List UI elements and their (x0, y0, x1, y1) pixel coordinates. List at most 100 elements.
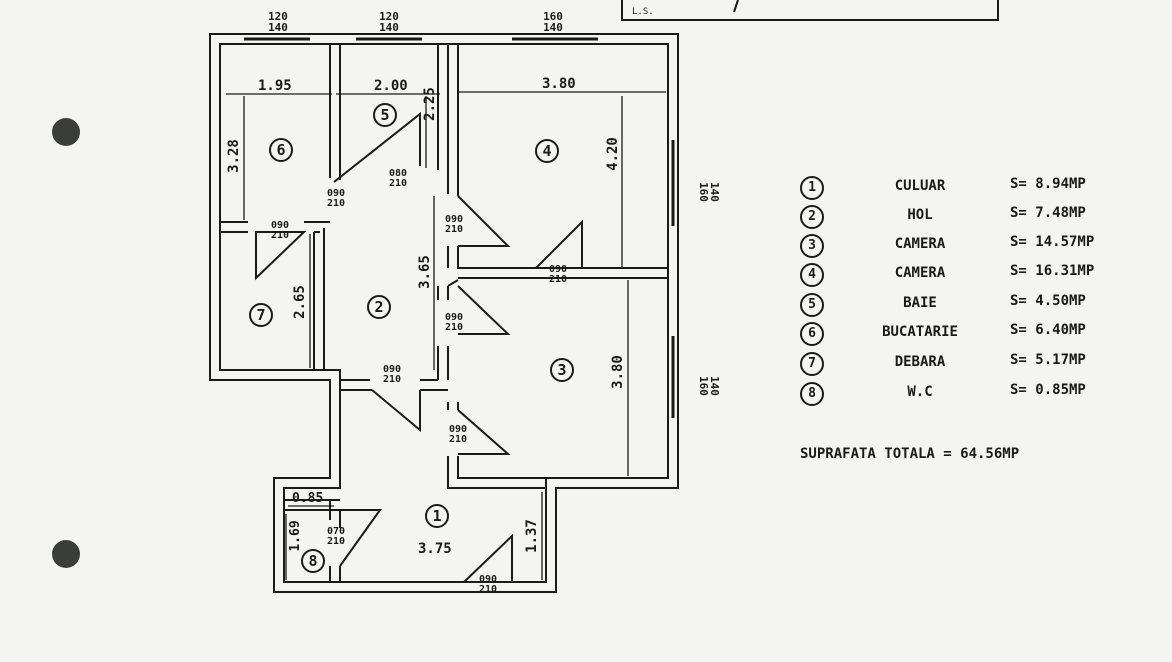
room-marker-8-num: 8 (308, 552, 317, 570)
legend-room-name: HOL (907, 207, 933, 223)
dim-4-20: 4.20 (605, 137, 621, 171)
legend-number: 6 (800, 322, 824, 346)
total-area: SUPRAFATA TOTALA = 64.56MP (800, 446, 1020, 462)
room-marker-7-num: 7 (256, 306, 265, 324)
dim-3-80-vertical: 3.80 (610, 355, 626, 389)
room-marker-5: 5 (373, 103, 397, 127)
door-swings (255, 111, 583, 583)
window-top3-height: 140 (543, 21, 563, 34)
dim-1-37: 1.37 (524, 519, 540, 553)
room-marker-6-num: 6 (276, 141, 285, 159)
window-labels: 120 140 120 140 160 140 160 140 160 140 (268, 10, 721, 396)
title-box-stroke (733, 0, 739, 13)
window-top2-width: 120 (379, 10, 399, 23)
door-2-w: 080 (389, 168, 407, 179)
dim-3-80: 3.80 (542, 76, 576, 92)
door-10-h: 210 (479, 584, 497, 595)
door-9-h: 210 (327, 536, 345, 547)
door-6-w: 090 (445, 312, 463, 323)
room-marker-2: 2 (367, 295, 391, 319)
room-marker-4-num: 4 (542, 142, 551, 160)
room-marker-1-num: 1 (432, 507, 441, 525)
dim-2-00: 2.00 (374, 78, 408, 94)
door-8-w: 090 (449, 424, 467, 435)
legend-room-area: S= 4.50MP (1010, 293, 1086, 309)
windows (244, 37, 675, 418)
window-right1-height: 140 (708, 182, 721, 202)
door-7-w: 090 (383, 364, 401, 375)
window-top1-width: 120 (268, 10, 288, 23)
legend-room-area: S= 7.48MP (1010, 205, 1086, 221)
legend-room-area: S= 14.57MP (1010, 234, 1095, 250)
room-marker-2-num: 2 (374, 298, 383, 316)
title-box-label: L.S. (632, 7, 654, 17)
legend-room-name: BAIE (903, 295, 937, 311)
room-marker-6: 6 (269, 138, 293, 162)
legend-room-name: CAMERA (894, 265, 946, 281)
dim-1-95: 1.95 (258, 78, 292, 94)
dim-0-85: 0.85 (292, 491, 323, 506)
legend-number: 7 (800, 352, 824, 376)
legend-room-name: W.C (907, 384, 933, 400)
door-3-h: 210 (271, 230, 289, 241)
legend-number: 5 (800, 293, 824, 317)
window-right2-height: 140 (708, 376, 721, 396)
inner-wall-line (219, 43, 669, 583)
window-top3-width: 160 (543, 10, 563, 23)
binder-hole-bottom (52, 540, 80, 568)
window-top2-height: 140 (379, 21, 399, 34)
door-7-h: 210 (383, 374, 401, 385)
legend-number: 1 (800, 176, 824, 200)
legend-room-name: CULUAR (894, 178, 946, 194)
legend-room-area: S= 6.40MP (1010, 322, 1086, 338)
door-10-w: 090 (479, 574, 497, 585)
window-top1-height: 140 (268, 21, 288, 34)
door-4-h: 210 (445, 224, 463, 235)
dim-3-28: 3.28 (226, 139, 242, 173)
room-marker-4: 4 (535, 139, 559, 163)
door-5-h: 210 (549, 274, 567, 285)
door-8-h: 210 (449, 434, 467, 445)
dim-3-75: 3.75 (418, 541, 452, 557)
room-marker-5-num: 5 (380, 106, 389, 124)
door-1-h: 210 (327, 198, 345, 209)
door-labels: 090 210 080 210 090 210 090 210 090 210 … (271, 168, 567, 595)
room-marker-8: 8 (301, 549, 325, 573)
room-marker-3-num: 3 (557, 361, 566, 379)
legend-number: 3 (800, 234, 824, 258)
window-right2-width: 160 (697, 376, 710, 396)
legend-room-name: DEBARA (894, 354, 946, 370)
legend-room-area: S= 16.31MP (1010, 263, 1095, 279)
legend-number: 2 (800, 205, 824, 229)
interior-walls (220, 44, 668, 582)
dimension-labels: 1.95 2.00 3.80 3.28 2.25 4.20 2.65 3.65 … (226, 76, 626, 557)
legend-room-area: S= 5.17MP (1010, 352, 1086, 368)
outer-wall (209, 33, 679, 593)
legend-room-name: CAMERA (894, 236, 946, 252)
dimension-lines (226, 91, 666, 580)
window-right1-width: 160 (697, 182, 710, 202)
dim-2-25: 2.25 (422, 87, 438, 121)
door-6-h: 210 (445, 322, 463, 333)
dim-2-65: 2.65 (292, 285, 308, 319)
room-marker-3: 3 (550, 358, 574, 382)
door-9-w: 070 (327, 526, 345, 537)
legend-room-area: S= 0.85MP (1010, 382, 1086, 398)
room-marker-7: 7 (249, 303, 273, 327)
door-4-w: 090 (445, 214, 463, 225)
legend-number: 8 (800, 382, 824, 406)
dim-3-65: 3.65 (417, 255, 433, 289)
title-box (621, 0, 999, 21)
door-1-w: 090 (327, 188, 345, 199)
room-marker-1: 1 (425, 504, 449, 528)
legend-room-area: S= 8.94MP (1010, 176, 1086, 192)
legend-number: 4 (800, 263, 824, 287)
binder-hole-top (52, 118, 80, 146)
door-5-w: 090 (549, 264, 567, 275)
door-3-w: 090 (271, 220, 289, 231)
legend-room-name: BUCATARIE (882, 324, 958, 340)
room-markers: 6 5 4 7 2 3 1 8 (249, 103, 574, 573)
door-2-h: 210 (389, 178, 407, 189)
dim-1-69: 1.69 (288, 520, 303, 551)
